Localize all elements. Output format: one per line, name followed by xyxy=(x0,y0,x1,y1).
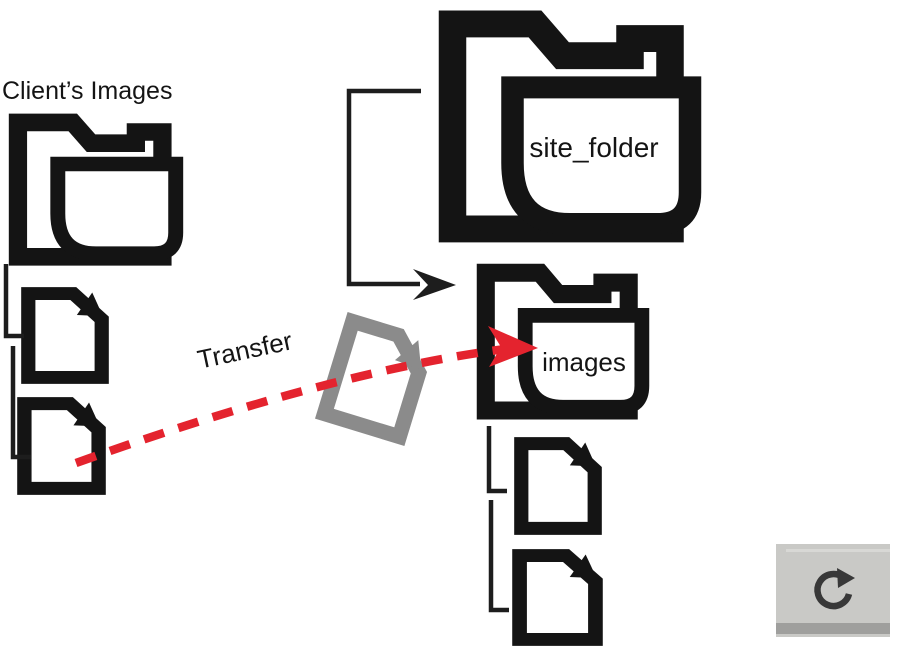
flow-arrowhead-icon xyxy=(413,269,456,300)
destination-file-icon-1 xyxy=(513,436,603,536)
source-file-icon-1 xyxy=(20,286,110,385)
images-folder-icon xyxy=(471,258,655,422)
images-folder-label: images xyxy=(542,347,626,377)
button-top-highlight xyxy=(786,549,890,552)
client-folder-icon xyxy=(3,108,189,268)
transfer-label: Transfer xyxy=(194,325,295,375)
destination-files-bracket-2 xyxy=(488,500,509,613)
destination-file-icon-2 xyxy=(511,548,604,647)
transfer-file-icon xyxy=(313,310,438,447)
button-bottom-strip xyxy=(776,623,890,634)
flow-connector-line xyxy=(346,88,421,287)
refresh-button[interactable] xyxy=(776,544,890,637)
source-file-icon-2 xyxy=(16,396,107,496)
destination-files-bracket-1 xyxy=(486,426,507,494)
site-folder-icon xyxy=(430,2,710,246)
source-folder-title: Client’s Images xyxy=(2,77,173,105)
transfer-arrow-line xyxy=(74,344,506,468)
refresh-icon xyxy=(814,568,855,610)
site-folder-label: site_folder xyxy=(529,132,659,163)
